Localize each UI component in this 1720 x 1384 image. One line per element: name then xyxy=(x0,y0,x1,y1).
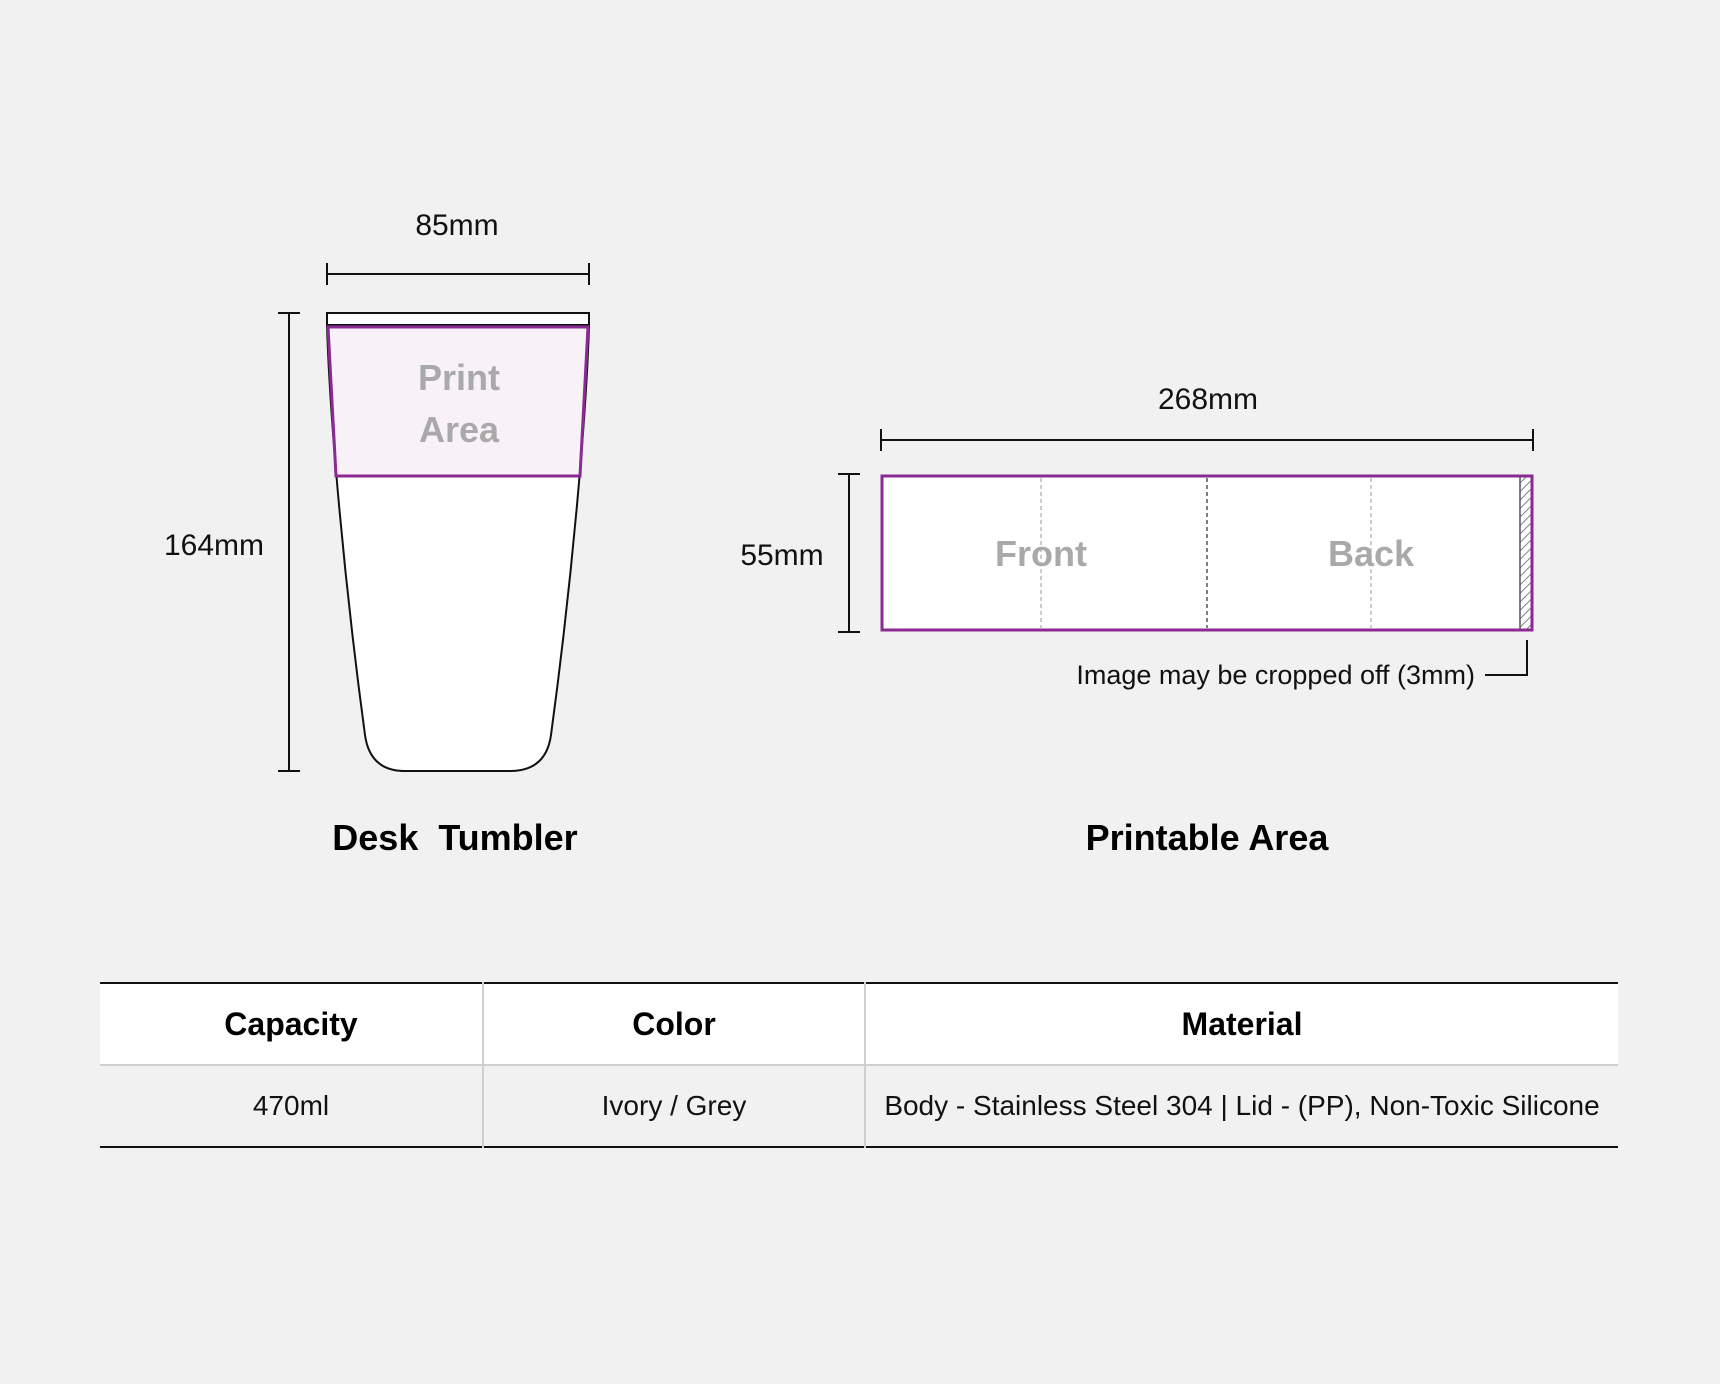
printable-width-label: 268mm xyxy=(1158,383,1258,416)
back-label: Back xyxy=(1328,533,1415,574)
header-material: Material xyxy=(864,983,1618,1066)
printable-height-label: 55mm xyxy=(740,539,823,572)
tumbler-width-dimension xyxy=(326,263,590,285)
product-diagram: 85mm 164mm Print Area Desk Tumbler 268mm… xyxy=(164,209,1534,858)
front-label: Front xyxy=(995,533,1087,574)
tumbler-width-label: 85mm xyxy=(415,209,498,242)
tumbler-illustration xyxy=(325,312,591,772)
spec-header-row: Capacity Color Material xyxy=(100,983,1618,1066)
printable-height-dimension xyxy=(838,473,860,633)
tumbler-height-dimension xyxy=(278,312,300,772)
cell-capacity: 470ml xyxy=(252,1090,330,1121)
table-row: 470ml Ivory / Grey Body - Stainless Stee… xyxy=(100,1065,1618,1147)
tumbler-print-area xyxy=(326,325,590,478)
tumbler-lid xyxy=(326,312,590,326)
crop-note-leader xyxy=(1485,640,1528,676)
header-color: Color xyxy=(482,983,865,1066)
printable-outline xyxy=(880,474,1534,632)
header-capacity: Capacity xyxy=(100,983,483,1066)
print-area-label-line1: Print xyxy=(418,357,500,398)
printable-width-dimension xyxy=(880,429,1534,451)
cell-color: Ivory / Grey xyxy=(482,1065,865,1147)
printable-caption: Printable Area xyxy=(1086,817,1330,858)
crop-margin-hatch xyxy=(1520,476,1532,630)
crop-note: Image may be cropped off (3mm) xyxy=(1076,660,1475,690)
tumbler-caption: Desk Tumbler xyxy=(332,817,577,858)
tumbler-height-label: 164mm xyxy=(164,529,264,562)
cell-material: Body - Stainless Steel 304 | Lid - (PP),… xyxy=(864,1065,1618,1147)
printable-area-wrap xyxy=(880,474,1534,632)
spec-table: Capacity Color Material 470ml Ivory / Gr… xyxy=(100,982,1618,1148)
print-area-label-line2: Area xyxy=(419,409,500,450)
